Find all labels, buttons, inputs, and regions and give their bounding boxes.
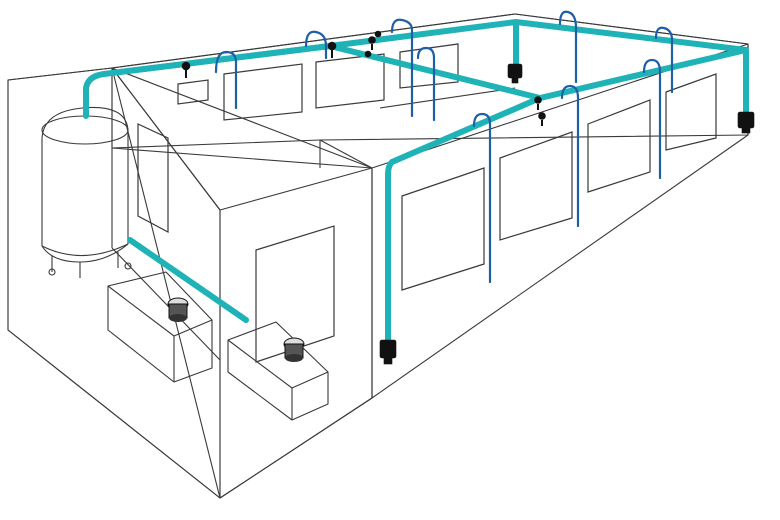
window-front-1 xyxy=(401,167,485,291)
dryer-unit-icon xyxy=(227,321,329,421)
branch-drop-8 xyxy=(560,84,580,228)
window-front-2 xyxy=(499,131,573,241)
window-back-1 xyxy=(177,79,209,105)
regulator-icon xyxy=(534,96,546,126)
branch-drop-3 xyxy=(390,18,414,118)
compressor-unit-icon xyxy=(107,271,213,383)
window-partition xyxy=(255,225,335,363)
air-receiver-tank-icon xyxy=(41,106,129,263)
branch-drop-1 xyxy=(214,50,238,110)
partition-door xyxy=(137,123,169,233)
branch-drop-4 xyxy=(416,46,436,122)
regulator-icon xyxy=(364,36,376,58)
window-back-2 xyxy=(223,63,303,121)
window-back-4 xyxy=(399,43,459,89)
windows xyxy=(177,43,717,363)
air-receiver-tank xyxy=(41,106,132,278)
drain-valve-icon xyxy=(379,339,397,365)
branch-drop-6 xyxy=(654,26,674,94)
branch-drops xyxy=(214,10,674,284)
compressor-head-icon xyxy=(167,297,189,322)
branch-drop-7 xyxy=(472,112,492,284)
regulator-icon xyxy=(374,30,382,38)
fittings xyxy=(181,30,755,365)
branch-drop-5 xyxy=(558,10,578,84)
drain-valve-icon xyxy=(507,63,523,84)
regulator-icon xyxy=(181,61,191,78)
regulator-icon xyxy=(327,41,337,58)
window-front-4 xyxy=(665,73,717,151)
main-pipe-riser xyxy=(83,43,333,119)
branch-drop-2 xyxy=(304,30,328,60)
main-pipe-front xyxy=(385,47,749,347)
drain-valve-icon xyxy=(737,111,755,134)
dryer-unit xyxy=(227,321,329,421)
partition-wall xyxy=(111,67,373,499)
window-front-3 xyxy=(587,99,651,193)
compressor-unit xyxy=(107,271,213,383)
main-pipe-compressor-line xyxy=(127,237,249,323)
dryer-head-icon xyxy=(283,337,305,362)
branch-drop-9 xyxy=(642,58,662,180)
window-back-3 xyxy=(315,53,385,109)
building-shell xyxy=(7,13,749,499)
front-right-wall xyxy=(371,43,749,399)
